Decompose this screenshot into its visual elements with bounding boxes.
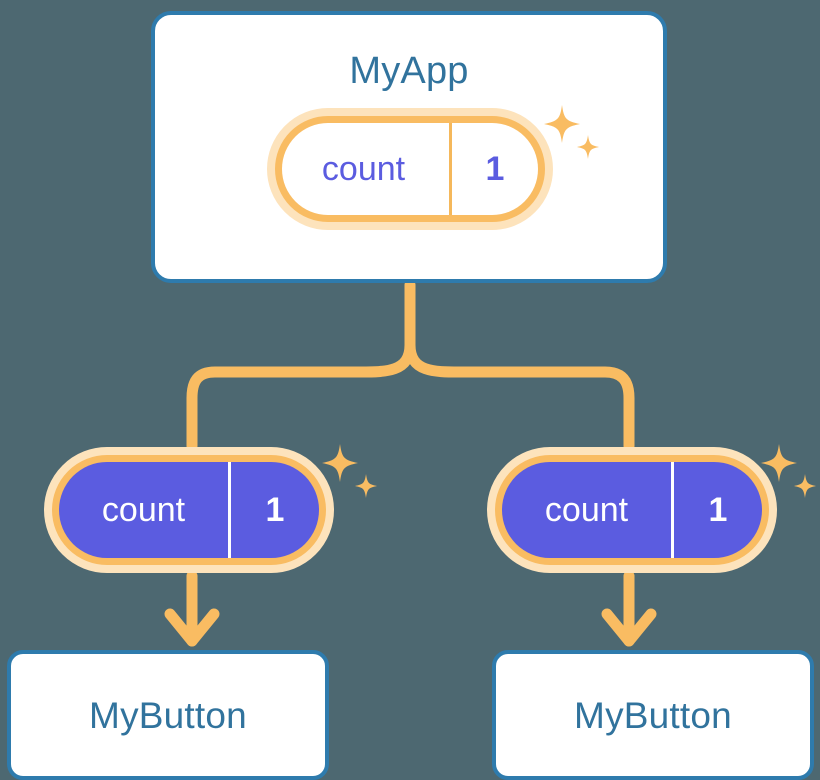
mybutton-title: MyButton	[89, 694, 247, 736]
state-pill-child-right[interactable]: count 1	[487, 447, 777, 573]
state-pill-child-left[interactable]: count 1	[44, 447, 334, 573]
myapp-title: MyApp	[349, 50, 469, 92]
connector-branch-right	[404, 339, 635, 452]
state-pill-inner: count 1	[282, 123, 538, 215]
node-mybutton-card-right[interactable]: MyButton	[492, 650, 814, 780]
arrow-head-left	[164, 608, 220, 647]
sparkle-small-icon	[794, 474, 816, 498]
state-key: count	[321, 150, 406, 188]
state-pill-inner: count 1	[502, 462, 762, 558]
node-mybutton-card-left[interactable]: MyButton	[7, 650, 329, 780]
state-key: count	[101, 491, 186, 529]
state-value: 1	[449, 123, 538, 215]
state-key: count	[544, 491, 629, 529]
state-pill-myapp[interactable]: count 1	[267, 108, 553, 230]
state-value: 1	[228, 462, 319, 558]
state-pill-inner: count 1	[59, 462, 319, 558]
state-value: 1	[671, 462, 762, 558]
arrow-head-right	[601, 608, 657, 647]
sparkle-large-icon	[322, 444, 358, 482]
sparkle-small-icon	[355, 474, 377, 498]
connector-branch-left	[186, 339, 416, 452]
mybutton-title: MyButton	[574, 694, 732, 736]
